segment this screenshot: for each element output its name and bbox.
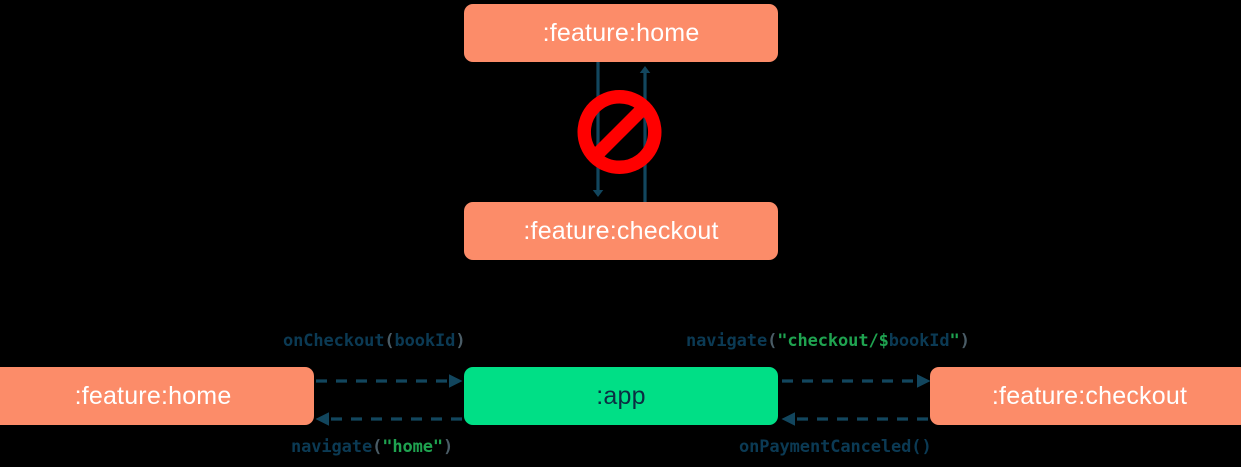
edge-label-argument: bookId <box>394 331 456 351</box>
edge-label-on-payment-canceled: onPaymentCanceled() <box>739 437 932 457</box>
module-node-feature-checkout-bottom[interactable]: :feature:checkout <box>930 367 1241 425</box>
module-node-label: :feature:home <box>542 18 700 47</box>
edge-label-interp-name: bookId <box>888 331 950 351</box>
edge-label-close-paren: ) <box>921 437 932 457</box>
prohibited-sign-icon <box>577 90 662 174</box>
edge-label-open-paren: ( <box>384 331 395 351</box>
module-node-label: :feature:home <box>74 381 232 410</box>
module-node-label: :app <box>596 381 646 410</box>
edge-label-on-checkout: onCheckout(bookId) <box>283 331 466 351</box>
module-node-label: :feature:checkout <box>523 216 719 245</box>
edge-label-navigate-home: navigate("home") <box>291 437 453 457</box>
module-node-feature-home-bottom[interactable]: :feature:home <box>0 367 314 425</box>
edge-label-identifier: navigate <box>686 331 768 351</box>
edge-label-string: "home" <box>382 437 444 457</box>
edge-label-string-start: "checkout/ <box>777 331 879 351</box>
module-node-feature-checkout-top[interactable]: :feature:checkout <box>464 202 778 260</box>
edge-label-open-paren: ( <box>372 437 383 457</box>
edge-label-string-end: " <box>949 331 960 351</box>
edge-label-close-paren: ) <box>455 331 466 351</box>
edge-label-identifier: onCheckout <box>283 331 385 351</box>
edge-label-interp-sigil: $ <box>878 331 889 351</box>
edge-label-identifier: navigate <box>291 437 373 457</box>
module-node-app[interactable]: :app <box>464 367 778 425</box>
edge-label-identifier: onPaymentCanceled <box>739 437 912 457</box>
module-node-feature-home-top[interactable]: :feature:home <box>464 4 778 62</box>
edge-label-close-paren: ) <box>959 331 970 351</box>
edge-label-open-paren: ( <box>767 331 778 351</box>
edge-label-open-paren: ( <box>911 437 922 457</box>
edge-label-close-paren: ) <box>443 437 454 457</box>
edge-label-navigate-checkout: navigate("checkout/$bookId") <box>686 331 970 351</box>
module-node-label: :feature:checkout <box>991 381 1188 410</box>
